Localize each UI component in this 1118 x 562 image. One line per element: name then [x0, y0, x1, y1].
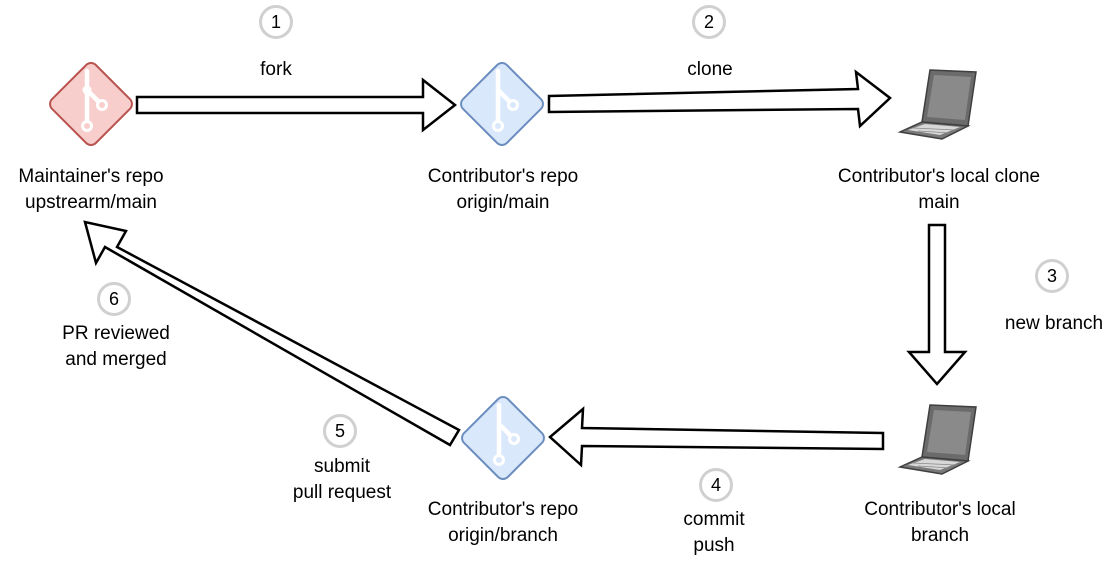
step-label-pr-merged: PR reviewed and merged: [46, 321, 186, 373]
local-clone-label: Contributor's local clone main: [814, 164, 1064, 216]
step-label-pull-request-text: pull request: [292, 482, 392, 503]
laptop-icon: [897, 404, 977, 475]
fork-arrow: [135, 77, 458, 133]
step-label-push: push: [693, 535, 735, 556]
contributor-repo-branch-label: Contributor's repo origin/branch: [403, 497, 603, 549]
contributor-repo-branch-name: Contributor's repo: [427, 499, 579, 520]
step-badge-3: 3: [1035, 259, 1069, 293]
step-badge-4: 4: [699, 468, 733, 502]
step-label-pull-request: submit pull request: [272, 454, 412, 506]
step-badge-2: 2: [692, 5, 726, 39]
step-label-clone: clone: [660, 57, 760, 83]
step-label-commit: commit: [683, 509, 745, 530]
git-repo-icon-blue: [461, 396, 545, 480]
local-branch-branch: branch: [910, 525, 970, 546]
step-label-fork-text: fork: [260, 59, 292, 80]
local-branch-name: Contributor's local: [864, 499, 1016, 520]
contributor-repo-branch-branch: origin/branch: [448, 525, 558, 546]
maintainer-repo-label: Maintainer's repo upstrearm/main: [0, 164, 182, 216]
laptop-icon: [897, 69, 977, 140]
contributor-repo-main-name: Contributor's repo: [427, 166, 579, 187]
step-label-commit-push: commit push: [664, 507, 764, 559]
local-clone-name: Contributor's local clone: [837, 166, 1041, 187]
step-label-new-branch: new branch: [990, 311, 1118, 337]
step-label-fork: fork: [226, 57, 326, 83]
contributor-repo-main-label: Contributor's repo origin/main: [403, 164, 603, 216]
local-branch-label: Contributor's local branch: [840, 497, 1040, 549]
clone-arrow: [547, 69, 892, 129]
step-label-pr-reviewed: PR reviewed: [62, 323, 170, 344]
step-badge-5: 5: [323, 414, 357, 448]
git-repo-icon-blue: [460, 62, 544, 146]
step-label-clone-text: clone: [687, 59, 733, 80]
new-branch-arrow: [906, 223, 968, 386]
maintainer-repo-name: Maintainer's repo: [18, 166, 164, 187]
step-label-new-branch-text: new branch: [1004, 313, 1104, 334]
pull-request-arrow: [83, 220, 461, 447]
step-label-submit: submit: [314, 456, 370, 477]
contributor-repo-main-branch: origin/main: [456, 192, 550, 213]
push-arrow: [548, 406, 885, 468]
step-badge-6: 6: [97, 282, 131, 316]
step-label-and-merged: and merged: [65, 349, 167, 370]
git-repo-icon-red: [49, 62, 133, 146]
maintainer-repo-branch: upstrearm/main: [25, 192, 157, 213]
step-badge-1: 1: [259, 5, 293, 39]
local-clone-branch: main: [918, 192, 960, 213]
